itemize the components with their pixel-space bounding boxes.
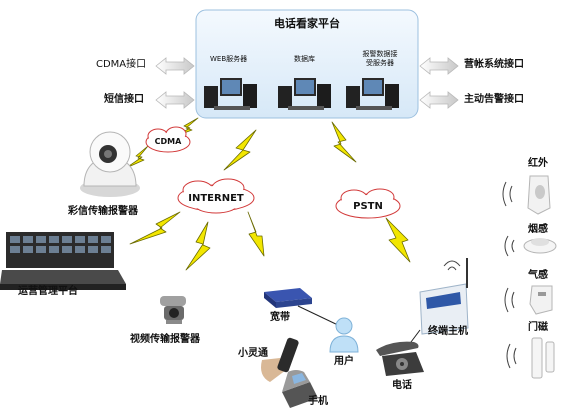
platform-title: 电话看家平台 — [274, 17, 340, 30]
web-server-icon — [204, 78, 257, 110]
cloud-internet: INTERNET — [177, 178, 255, 214]
cloud-cdma-label: CDMA — [155, 137, 182, 146]
interface-label-alarm: 主动告警接口 — [464, 94, 524, 105]
interface-arrow-alarm — [419, 91, 459, 109]
gas-sensor-icon — [504, 285, 553, 315]
label-mobile: 手机 — [308, 396, 328, 407]
label-video-alarm: 视频传输报警器 — [130, 334, 200, 345]
interface-arrow-billing — [419, 57, 459, 75]
ops-platform-icon — [0, 232, 126, 290]
cloud-cdma: CDMA — [145, 126, 191, 153]
label-terminal: 终端主机 — [428, 326, 468, 337]
label-phs: 小灵通 — [238, 348, 268, 359]
router-icon — [264, 288, 312, 308]
bolt-internet-ops — [129, 211, 181, 245]
server-label-database: 数据库 — [294, 55, 315, 63]
bolt-internet-broadband — [247, 211, 265, 257]
cloud-pstn: PSTN — [335, 188, 401, 219]
label-broadband: 宽带 — [270, 312, 290, 323]
label-telephone: 电话 — [392, 380, 412, 391]
camera-alarm-icon — [80, 131, 140, 197]
user-icon — [329, 317, 359, 353]
sensor-label-infrared: 红外 — [528, 158, 548, 169]
server-label-web: WEB服务器 — [210, 55, 248, 63]
interface-label-sms: 短信接口 — [104, 94, 144, 105]
terminal-host-icon — [419, 258, 469, 335]
interface-arrow-cdma — [155, 57, 195, 75]
label-color-alarm: 彩信传输报警器 — [68, 206, 138, 217]
sensor-label-gas: 气感 — [528, 270, 548, 281]
cloud-internet-label: INTERNET — [188, 193, 244, 204]
bolt-platform-internet — [223, 129, 257, 171]
cloud-pstn-label: PSTN — [353, 201, 383, 212]
line-broadband-user — [297, 305, 341, 327]
server-label-alarm: 报警数据接 受服务器 — [362, 50, 398, 67]
alarm-server-icon — [346, 78, 399, 110]
video-camera-icon — [160, 296, 186, 324]
interface-label-billing: 营帐系统接口 — [464, 59, 524, 70]
sensor-label-door: 门磁 — [528, 322, 548, 333]
phs-phone-icon — [261, 337, 299, 382]
bolt-platform-pstn — [331, 121, 357, 163]
label-ops-platform: 运营管理平台 — [18, 286, 78, 297]
label-user: 用户 — [334, 356, 354, 367]
infrared-sensor-icon — [502, 175, 551, 215]
mobile-phone-icon — [282, 370, 318, 408]
interface-arrow-sms — [155, 91, 195, 109]
door-sensor-icon — [506, 337, 555, 379]
telephone-icon — [376, 341, 424, 376]
interface-label-cdma: CDMA接口 — [96, 59, 147, 70]
database-server-icon — [278, 78, 331, 110]
bolt-pstn-terminal — [385, 217, 411, 263]
sensor-label-smoke: 烟感 — [528, 224, 548, 235]
bolt-internet-video — [185, 221, 211, 271]
smoke-sensor-icon — [504, 235, 557, 257]
